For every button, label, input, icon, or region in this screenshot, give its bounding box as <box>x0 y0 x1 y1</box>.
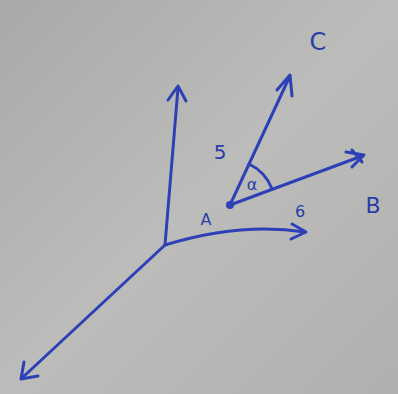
arrowhead <box>277 75 292 96</box>
length-label: 6 <box>295 204 305 220</box>
point-a <box>226 201 234 209</box>
point-label: A <box>201 212 212 228</box>
tick-mark <box>352 150 362 162</box>
point-label: C <box>310 30 327 54</box>
arrowhead <box>168 86 186 101</box>
angle-label: α <box>247 177 258 193</box>
arrowhead <box>21 362 38 379</box>
z-axis <box>165 88 178 245</box>
vector-ab <box>230 156 362 205</box>
point-label: B <box>365 195 380 217</box>
y-axis <box>165 229 305 245</box>
arrowhead <box>291 224 306 239</box>
length-label: 5 <box>214 142 227 162</box>
x-axis <box>22 245 165 378</box>
